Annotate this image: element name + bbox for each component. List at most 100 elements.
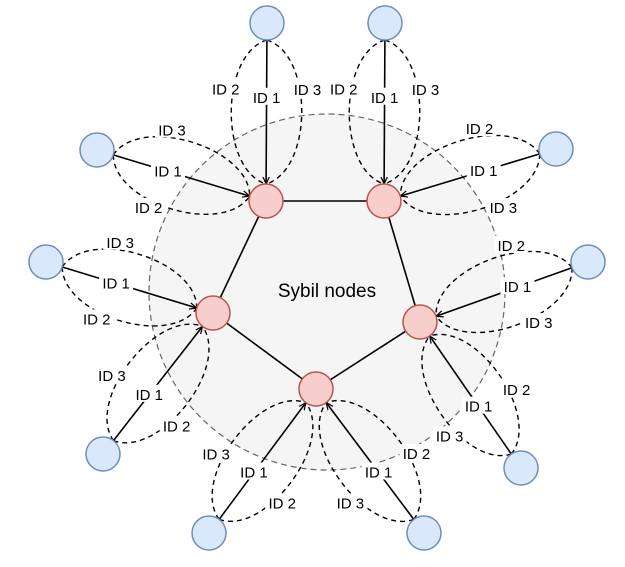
label-background	[249, 87, 284, 105]
edge-label-id3: ID 3	[490, 200, 518, 217]
attack-link-id3	[265, 39, 303, 185]
label-background	[408, 79, 443, 97]
edge-label-id1: ID 1	[102, 275, 130, 292]
attack-link-id2	[113, 326, 210, 444]
attack-link-id3	[211, 400, 307, 520]
label-background	[265, 493, 300, 511]
label-background	[132, 384, 167, 402]
edge-label-id2: ID 2	[497, 238, 525, 255]
label-background	[486, 197, 521, 215]
label-background	[466, 160, 501, 178]
honest-node	[85, 436, 121, 472]
label-background	[462, 119, 497, 137]
edge-label-id2: ID 2	[466, 121, 494, 138]
honest-node	[503, 450, 539, 486]
label-background	[131, 197, 166, 215]
edge-label-id1: ID 1	[465, 399, 493, 416]
edge-label-id3: ID 3	[294, 82, 322, 99]
attack-link-id3	[383, 39, 421, 185]
attack-link-id2	[325, 399, 422, 520]
honest-node	[79, 132, 115, 168]
label-background	[94, 365, 129, 383]
sybil-edge	[212, 200, 267, 314]
nodes	[28, 5, 606, 551]
attack-link-id2	[348, 39, 386, 185]
edge-label-id2: ID 2	[212, 82, 240, 99]
sybil-edge	[315, 321, 421, 390]
attack-link-id2	[112, 154, 251, 215]
honest-node	[406, 515, 442, 551]
attack-link-id3	[61, 248, 198, 309]
edge-label-id2: ID 2	[330, 82, 358, 99]
label-background	[461, 396, 496, 414]
edge-label-id2: ID 2	[268, 495, 296, 512]
sybil-node	[298, 371, 334, 407]
edge-label-id3: ID 3	[202, 446, 230, 463]
edge-label-id1: ID 1	[365, 465, 393, 482]
sybil-node	[366, 183, 402, 219]
label-background	[290, 79, 325, 97]
region-label: Sybil nodes	[278, 281, 376, 302]
sybil-edge	[212, 312, 317, 390]
edge-label-id1: ID 1	[371, 90, 399, 107]
label-background	[159, 416, 194, 434]
sybil-node	[402, 304, 438, 340]
attack-link-id1	[112, 326, 202, 442]
edge-label-id3: ID 3	[337, 496, 365, 513]
attack-link-id3	[106, 323, 203, 441]
edge-label-id1: ID 1	[240, 465, 268, 482]
sybil-edges	[212, 200, 421, 390]
label-background	[103, 232, 138, 250]
edge-label-id2: ID 2	[403, 446, 431, 463]
edge-label-id3: ID 3	[98, 368, 126, 385]
label-background	[521, 313, 556, 331]
attack-link-id1	[384, 39, 385, 184]
label-background	[79, 309, 114, 327]
edge-label-id3: ID 3	[106, 235, 134, 252]
label-background	[326, 79, 361, 97]
sybil-edge	[383, 200, 421, 323]
edge-label-id3: ID 3	[436, 428, 464, 445]
sybil-node	[248, 183, 284, 219]
label-background	[150, 161, 185, 179]
attack-link-id2	[435, 250, 573, 317]
label-background	[361, 462, 396, 480]
edge-label-id2: ID 2	[503, 382, 531, 399]
label-background	[199, 444, 234, 462]
attack-link-id3	[318, 402, 415, 523]
attack-link-id3	[435, 267, 573, 334]
edge-label-id2: ID 2	[83, 311, 111, 328]
edge-label-id2: ID 2	[163, 418, 191, 435]
label-background	[333, 493, 368, 511]
attack-link-id2	[429, 333, 520, 455]
attack-link-id1	[218, 403, 306, 520]
edge-label-id1: ID 1	[470, 163, 498, 180]
attack-link-id1	[326, 403, 415, 520]
honest-node	[367, 5, 403, 41]
attack-link-id2	[218, 402, 314, 522]
label-background	[155, 120, 190, 138]
label-background	[500, 277, 535, 295]
attack-link-id3	[112, 136, 251, 197]
edge-label-id3: ID 3	[412, 82, 440, 99]
edge-label-id3: ID 3	[158, 122, 186, 139]
edge-label-id2: ID 2	[135, 200, 163, 217]
sybil-node	[195, 295, 231, 331]
label-background	[236, 462, 271, 480]
honest-node	[28, 244, 64, 280]
attack-link-id2	[230, 39, 268, 185]
attack-link-id2	[399, 134, 541, 197]
attack-link-id3	[399, 153, 541, 216]
honest-node	[570, 244, 606, 280]
attack-link-id3	[421, 335, 512, 457]
label-background	[494, 235, 529, 253]
honest-node	[538, 131, 574, 167]
label-background	[432, 426, 467, 444]
attack-link-id2	[61, 266, 198, 327]
attack-link-id1	[266, 39, 267, 184]
edge-label-id1: ID 1	[253, 90, 281, 107]
edge-label-id1: ID 1	[154, 163, 182, 180]
label-background	[399, 444, 434, 462]
